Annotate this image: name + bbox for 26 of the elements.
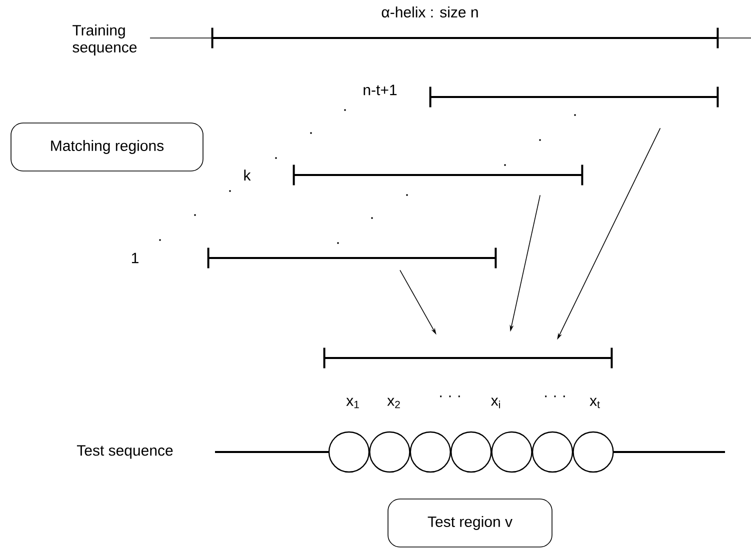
bead-circle [572, 431, 614, 473]
bead-circle [532, 431, 574, 473]
bead-circle [450, 431, 492, 473]
bead-circle [369, 431, 410, 473]
sequence-label: x$_{2}$ [387, 398, 400, 408]
sequence-label: · · · [440, 396, 460, 398]
region-label: α-helix : size n [382, 6, 478, 18]
region-label: n-t+1 [364, 84, 397, 96]
bead-circle [328, 431, 370, 473]
sequence-label: Training sequence [72, 24, 137, 56]
sequence-label: x$_{1}$ [346, 398, 359, 408]
label-box: Matching regions [10, 122, 204, 172]
sequence-label: 1 [132, 252, 138, 264]
region-label: k [244, 170, 251, 180]
sequence-label: · · · [545, 396, 565, 398]
region-bar [211, 26, 719, 50]
region-bar [323, 346, 613, 370]
bead-circle [410, 431, 451, 473]
sequence-label: Test sequence [76, 445, 173, 459]
sequence-label: x$_{i}$ [491, 398, 500, 408]
label-box: Test region v [388, 498, 552, 548]
bead-circle [491, 431, 532, 473]
region-bar [429, 86, 719, 108]
region-bar [292, 164, 584, 186]
sequence-label: x$_{t}$ [590, 398, 600, 408]
region-bar [207, 246, 497, 270]
